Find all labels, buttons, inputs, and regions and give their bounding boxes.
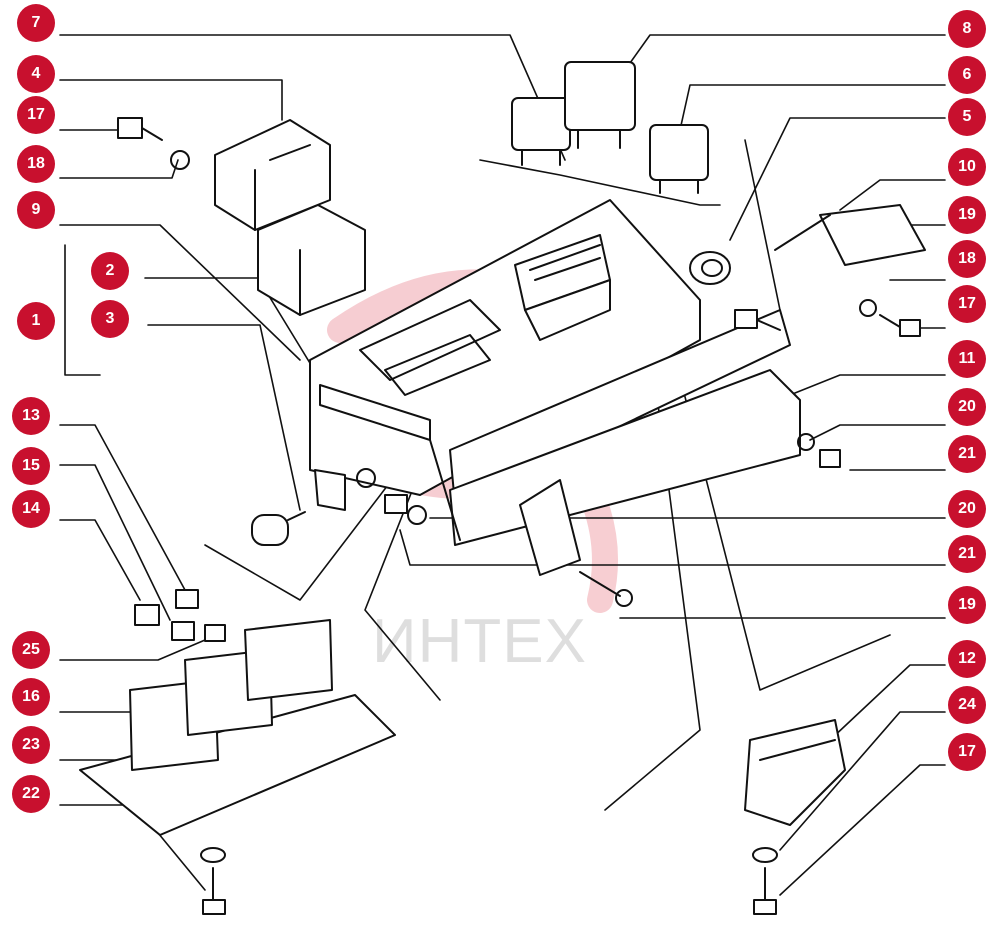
relay-8 xyxy=(564,61,636,149)
watermark-text: ИНТЕХ xyxy=(372,607,587,676)
callout-5: 5 xyxy=(948,98,986,136)
round-connector-5 xyxy=(689,251,731,285)
callout-7: 7 xyxy=(17,4,55,42)
callout-21: 21 xyxy=(948,435,986,473)
callout-12: 12 xyxy=(948,640,986,678)
nut-21-right xyxy=(819,449,841,468)
knob-3 xyxy=(251,511,306,546)
washer-20-right xyxy=(797,433,815,451)
callout-8: 8 xyxy=(948,10,986,48)
screw-19-bottom xyxy=(579,571,633,607)
relay-7 xyxy=(511,97,571,166)
clip-13 xyxy=(175,589,199,609)
callout-1: 1 xyxy=(17,302,55,340)
callout-17-right: 17 xyxy=(948,285,986,323)
callout-19: 19 xyxy=(948,196,986,234)
clip-25 xyxy=(204,624,226,642)
callout-18-right: 18 xyxy=(948,240,986,278)
bolt-24-17 xyxy=(752,847,778,915)
callout-24: 24 xyxy=(948,686,986,724)
callout-18: 18 xyxy=(17,145,55,183)
callout-13: 13 xyxy=(12,397,50,435)
clip-15 xyxy=(171,621,195,641)
bolt-22 xyxy=(200,847,226,915)
relay-module-4 xyxy=(214,119,331,231)
bolt-17-left xyxy=(117,117,163,141)
callout-20-lower: 20 xyxy=(948,490,986,528)
washer-18-right xyxy=(859,299,877,317)
callout-15: 15 xyxy=(12,447,50,485)
bolt-17-right-top xyxy=(734,309,781,331)
relay-6 xyxy=(649,124,709,194)
callout-20: 20 xyxy=(948,388,986,426)
nut-washer-20-21-center xyxy=(384,494,427,525)
bolt-17-right-mid xyxy=(879,314,921,337)
central-connector xyxy=(514,234,611,341)
callout-4: 4 xyxy=(17,55,55,93)
callout-22: 22 xyxy=(12,775,50,813)
connector-10 xyxy=(774,204,926,266)
washer-18-left xyxy=(170,150,190,170)
callout-14: 14 xyxy=(12,490,50,528)
connector-panel-23 xyxy=(79,619,396,836)
callout-17-bottom: 17 xyxy=(948,733,986,771)
callout-17: 17 xyxy=(17,96,55,134)
callout-16: 16 xyxy=(12,678,50,716)
callout-2: 2 xyxy=(91,252,129,290)
callout-3: 3 xyxy=(91,300,129,338)
callout-19-lower: 19 xyxy=(948,586,986,624)
leader-lines xyxy=(59,34,946,896)
callout-10: 10 xyxy=(948,148,986,186)
callout-21-lower: 21 xyxy=(948,535,986,573)
callout-25: 25 xyxy=(12,631,50,669)
relay-box-base xyxy=(309,199,801,576)
callout-23: 23 xyxy=(12,726,50,764)
relay-module-9 xyxy=(257,204,366,316)
bracket-2 xyxy=(314,468,376,511)
callout-11: 11 xyxy=(948,340,986,378)
callout-6: 6 xyxy=(948,56,986,94)
clip-14 xyxy=(134,604,160,626)
callout-9: 9 xyxy=(17,191,55,229)
connector-12 xyxy=(744,719,846,826)
